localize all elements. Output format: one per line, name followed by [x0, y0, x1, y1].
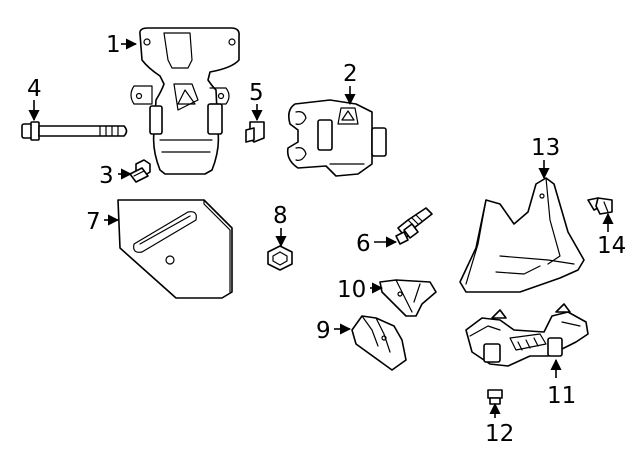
callout-12: 12 [485, 421, 514, 447]
part-7-plate [117, 199, 233, 299]
part-5-nut [245, 121, 265, 143]
leader-lines [28, 38, 614, 418]
callout-4: 4 [27, 76, 42, 102]
callout-3: 3 [99, 163, 114, 189]
callout-2: 2 [343, 61, 358, 87]
part-9-bracket [351, 315, 407, 371]
callout-8: 8 [273, 203, 288, 229]
part-8-hex-nut [267, 245, 293, 271]
callout-11: 11 [547, 383, 576, 409]
callout-5: 5 [249, 80, 264, 106]
part-4-long-bolt [21, 121, 128, 141]
part-10-bracket [379, 279, 437, 317]
callout-6: 6 [356, 231, 371, 257]
callout-9: 9 [316, 318, 331, 344]
callout-labels: 1 2 3 4 5 6 7 8 9 10 11 12 13 14 [27, 32, 626, 447]
callout-7: 7 [86, 209, 101, 235]
part-11-mount-assembly [465, 303, 589, 367]
callout-1: 1 [106, 32, 121, 58]
part-12-fastener [487, 389, 503, 405]
callout-13: 13 [531, 135, 560, 161]
part-1-engine-mount-upper [130, 27, 240, 175]
part-6-stud [395, 207, 433, 245]
callout-10: 10 [337, 277, 366, 303]
part-2-engine-mount-right [286, 99, 387, 177]
callout-14: 14 [597, 233, 626, 259]
part-14-bolt [587, 197, 613, 215]
part-13-shield [459, 177, 585, 293]
part-3-bolt [129, 159, 151, 183]
